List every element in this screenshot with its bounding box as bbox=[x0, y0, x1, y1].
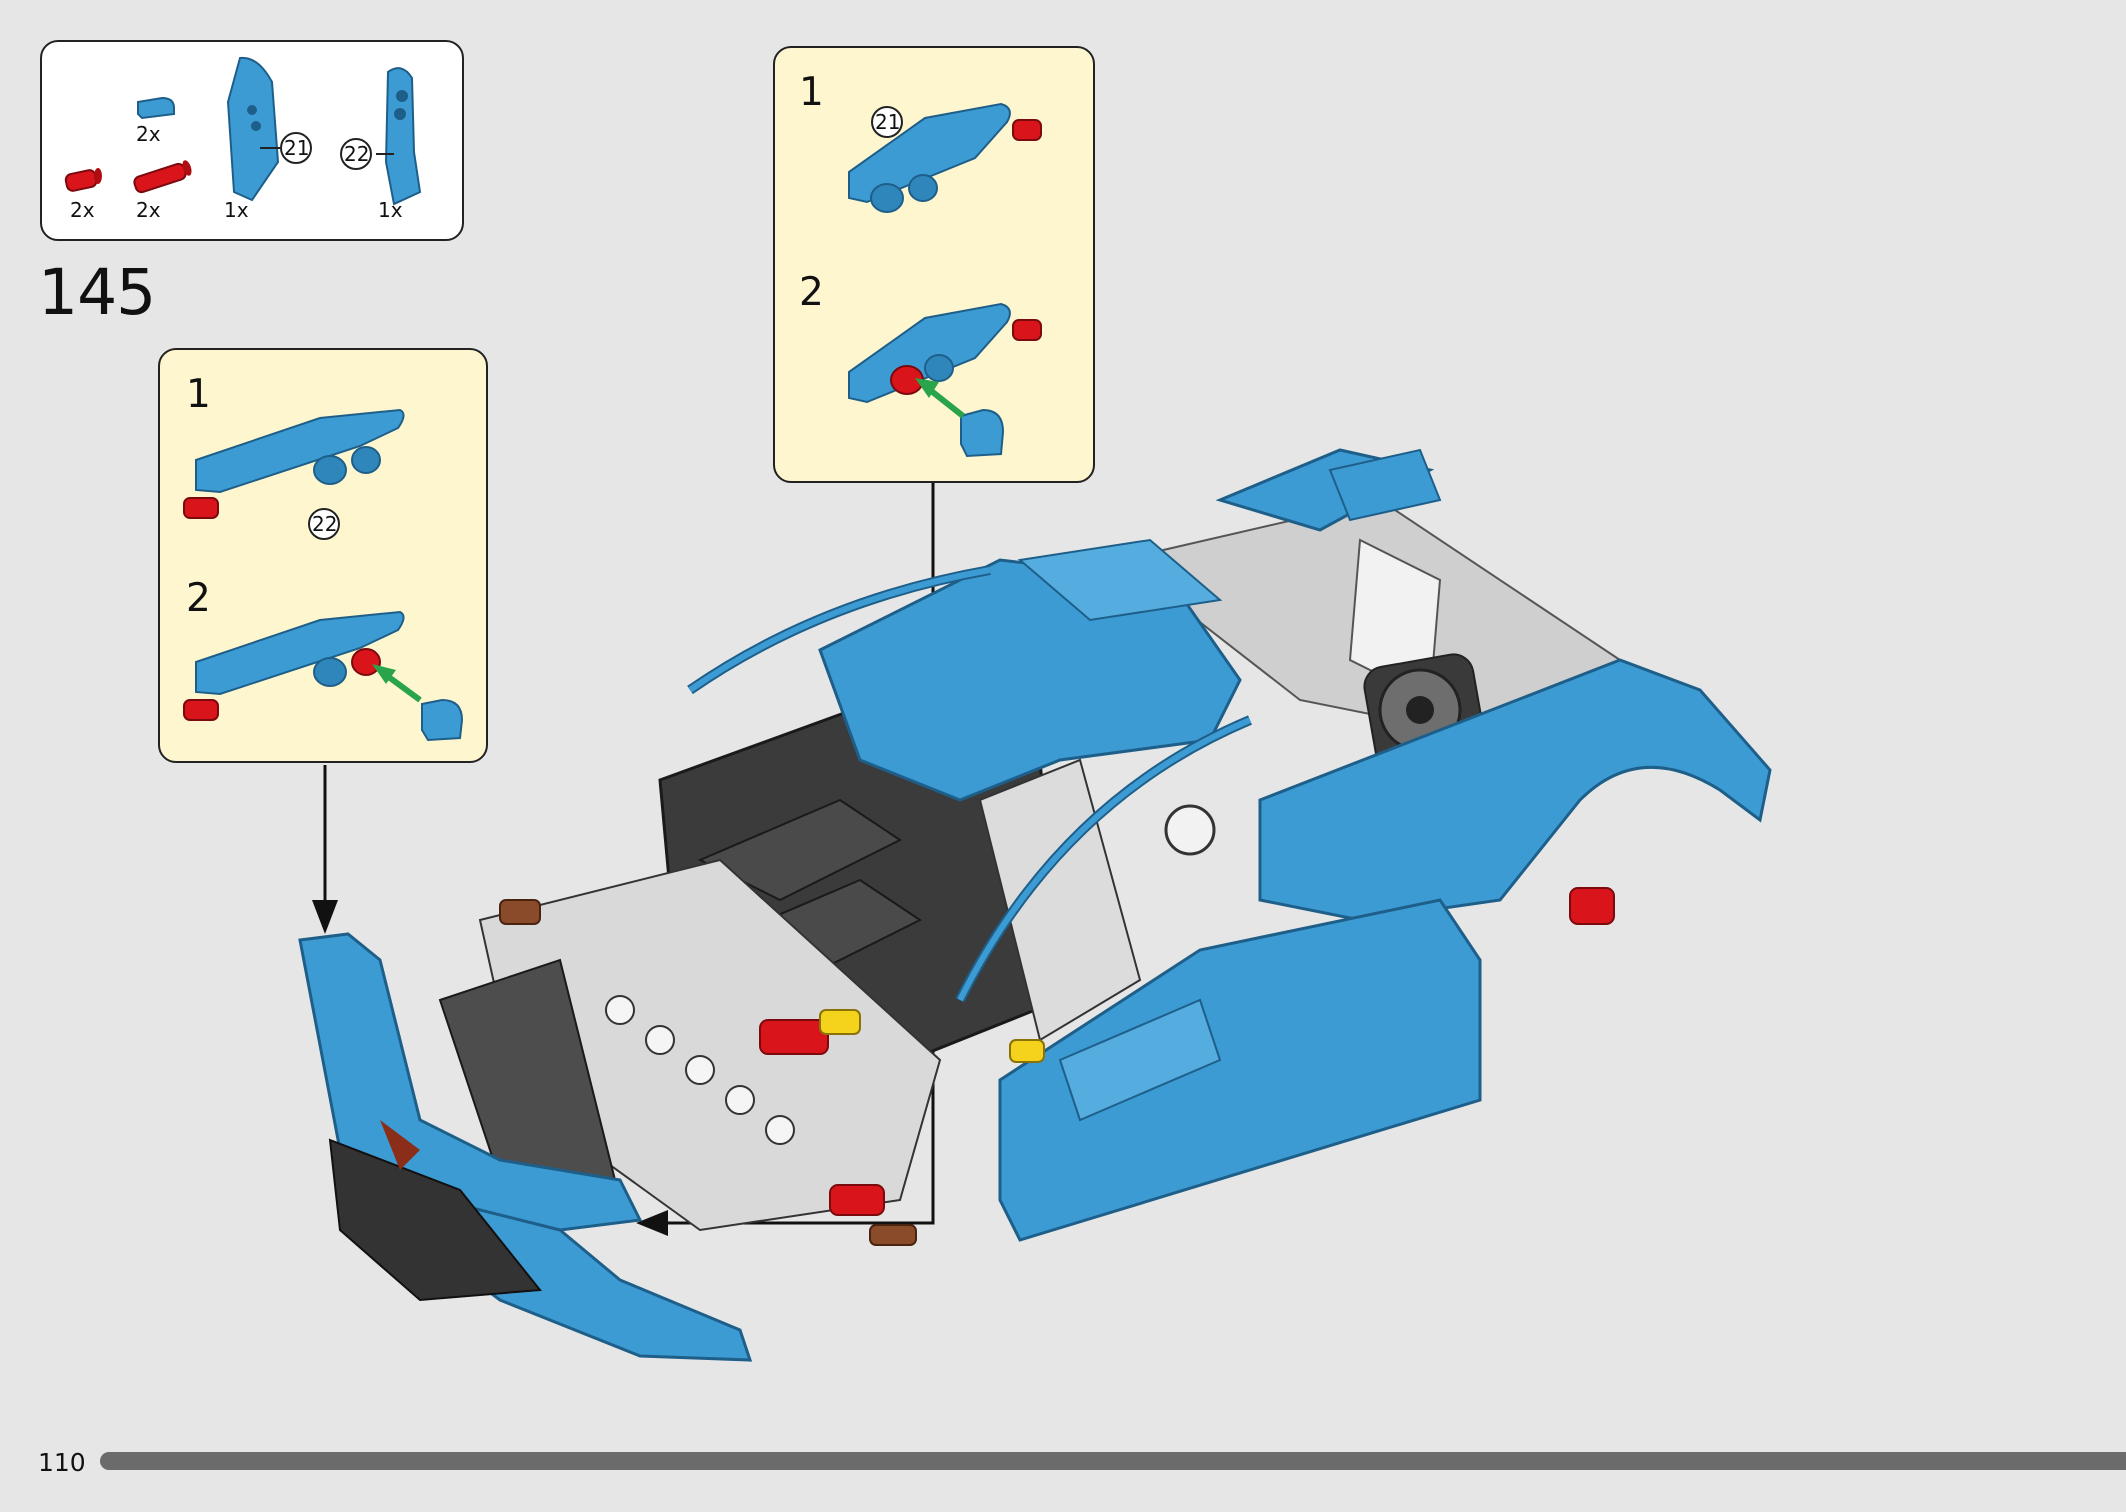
red-short-pin-icon bbox=[64, 168, 102, 192]
substep-right-1-number: 1 bbox=[799, 70, 824, 115]
arrow-left-panel-to-model bbox=[312, 765, 338, 934]
callout-21: 21 bbox=[284, 136, 310, 160]
progress-bar bbox=[100, 1452, 2126, 1470]
qty-blue-panel-22: 1x bbox=[378, 198, 403, 222]
blue-right-fender bbox=[998, 658, 1772, 1242]
gray-chassis-frame bbox=[1117, 498, 1622, 777]
parts-list-panel: 2x 2x 2x 1x 1x 21 22 bbox=[40, 40, 464, 241]
qty-red-short-pin: 2x bbox=[70, 198, 95, 222]
step-number: 145 bbox=[38, 256, 156, 329]
blue-front-bumper bbox=[298, 932, 753, 1362]
callout-right-21: 21 bbox=[875, 110, 900, 134]
blue-panel-assembly-2 bbox=[183, 610, 464, 742]
substep-left-illustration: 22 bbox=[183, 408, 464, 742]
blue-panel-21-icon bbox=[226, 56, 280, 202]
substep-right-illustration: 21 bbox=[848, 102, 1042, 458]
substep-left-1-number: 1 bbox=[186, 372, 211, 417]
green-arrow-icon bbox=[915, 378, 965, 419]
parts-callouts bbox=[280, 132, 372, 170]
parts-list-illustration bbox=[64, 56, 422, 206]
qty-blue-panel-21: 1x bbox=[224, 198, 249, 222]
callout-left-22: 22 bbox=[312, 512, 337, 536]
blue-panel-assembly-4 bbox=[848, 302, 1042, 458]
qty-red-long-pin: 2x bbox=[136, 198, 161, 222]
blue-panel-assembly-3 bbox=[848, 102, 1042, 213]
blue-panel-22-icon bbox=[376, 67, 422, 206]
substep-panel-left: 1 2 22 bbox=[158, 348, 488, 763]
substep-panel-right: 1 2 21 bbox=[773, 46, 1095, 483]
callout-22: 22 bbox=[344, 142, 370, 166]
blue-panel-assembly-1 bbox=[183, 408, 405, 519]
red-long-pin-icon bbox=[133, 160, 192, 194]
blue-tile-icon bbox=[137, 96, 175, 120]
qty-blue-tile: 2x bbox=[136, 122, 161, 146]
blue-cabin-shell bbox=[687, 448, 1442, 1003]
substep-right-2-number: 2 bbox=[799, 270, 824, 315]
substep-left-2-number: 2 bbox=[186, 576, 211, 621]
green-arrow-icon bbox=[372, 664, 422, 703]
page-number: 110 bbox=[38, 1448, 86, 1477]
